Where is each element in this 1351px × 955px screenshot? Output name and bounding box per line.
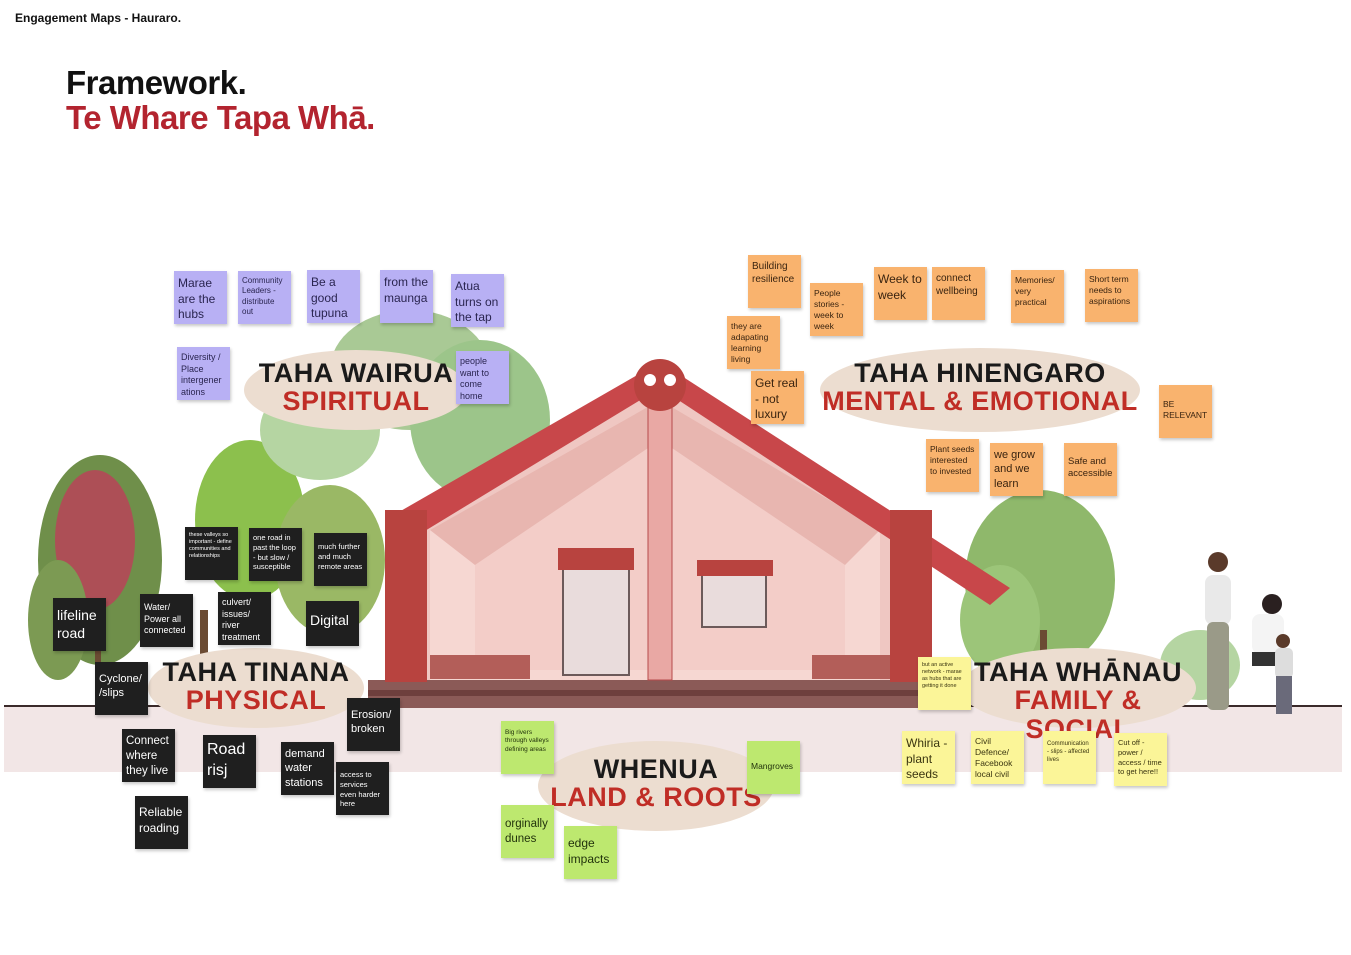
sticky-note[interactable]: Week to week [874,267,927,320]
sticky-note[interactable]: Cut off - power / access / time to get h… [1114,733,1167,786]
sticky-note[interactable]: connect wellbeing [932,267,985,320]
sticky-note[interactable]: from the maunga [380,270,433,323]
sticky-note[interactable]: much further and much remote areas [314,533,367,586]
banner-wairua-english: TAHA WAIRUA [258,358,454,388]
sticky-note[interactable]: these valleys so important - define comm… [185,527,238,580]
sticky-note[interactable]: Digital [306,601,359,646]
sticky-note[interactable]: they are adapating learning living [727,316,780,369]
sticky-note[interactable]: Civil Defence/ Facebook local civil [971,731,1024,784]
sticky-note[interactable]: Road risj [203,735,256,788]
sticky-note[interactable]: people want to come home [456,351,509,404]
banner-hinengaro-english: TAHA HINENGARO [854,358,1106,388]
whanau-people [1205,552,1293,714]
sticky-note[interactable]: Memories/ very practical [1011,270,1064,323]
sticky-note[interactable]: orginally dunes [501,805,554,858]
banner-whenua: WHENUA LAND & ROOTS [540,755,772,812]
sticky-note[interactable]: demand water stations [281,742,334,795]
sticky-note[interactable]: Marae are the hubs [174,271,227,324]
sticky-note[interactable]: but an active network - marae as hubs th… [918,657,971,710]
sticky-note[interactable]: Community Leaders - distribute out [238,271,291,324]
page-title: Engagement Maps - Hauraro. [15,11,182,25]
sticky-note[interactable]: culvert/ issues/ river treatment [218,592,271,645]
sticky-note[interactable]: Diversity / Place intergener ations [177,347,230,400]
banner-tinana-meaning: PHYSICAL [185,685,327,716]
wharenui [368,359,1010,708]
sticky-note[interactable]: Short term needs to aspirations [1085,269,1138,322]
sticky-note[interactable]: Connect where they live [122,729,175,782]
banner-whenua-english: WHENUA [593,754,719,784]
sticky-note[interactable]: Communication - slips - affected lives [1043,731,1096,784]
sticky-note[interactable]: one road in past the loop - but slow / s… [249,528,302,581]
banner-taha-whanau: TAHA WHĀNAU FAMILY & SOCIAL [960,658,1196,743]
framework-subtitle: Te Whare Tapa Whā. [66,99,375,136]
banner-taha-wairua: TAHA WAIRUA SPIRITUAL [250,359,462,416]
sticky-note[interactable]: Mangroves [747,741,800,794]
sticky-note[interactable]: Safe and accessible [1064,443,1117,496]
banner-taha-hinengaro: TAHA HINENGARO MENTAL & EMOTIONAL [822,359,1138,416]
sticky-note[interactable]: edge impacts [564,826,617,879]
sticky-note[interactable]: Plant seeds interested to invested [926,439,979,492]
banner-whanau-english: TAHA WHĀNAU [974,657,1182,687]
sticky-note[interactable]: Cyclone/ /slips [95,662,148,715]
banner-wairua-meaning: SPIRITUAL [282,386,430,417]
framework-title: Framework. [66,64,247,101]
sticky-note[interactable]: lifeline road [53,598,106,651]
sticky-note[interactable]: Whiria - plant seeds [902,731,955,784]
sticky-note[interactable]: Atua turns on the tap [451,274,504,327]
banner-taha-tinana: TAHA TINANA PHYSICAL [152,658,360,715]
sticky-note[interactable]: Big rivers through valleys defining area… [501,721,554,774]
sticky-note[interactable]: access to services even harder here [336,762,389,815]
sticky-note[interactable]: Erosion/ broken [347,698,400,751]
banner-hinengaro-meaning: MENTAL & EMOTIONAL [822,386,1138,417]
sticky-note[interactable]: Be a good tupuna [307,270,360,323]
banner-tinana-english: TAHA TINANA [162,657,350,687]
banner-whenua-meaning: LAND & ROOTS [550,782,762,813]
sticky-note[interactable]: People stories - week to week [810,283,863,336]
sticky-note[interactable]: BE RELEVANT [1159,385,1212,438]
sticky-note[interactable]: Reliable roading [135,796,188,849]
sticky-note[interactable]: Get real - not luxury [751,371,804,424]
sticky-note[interactable]: Water/ Power all connected [140,594,193,647]
banner-backgrounds [148,348,1196,831]
sticky-note[interactable]: we grow and we learn [990,443,1043,496]
sticky-note[interactable]: Building resilience [748,255,801,308]
banner-whanau-meaning: FAMILY & SOCIAL [1014,685,1142,744]
